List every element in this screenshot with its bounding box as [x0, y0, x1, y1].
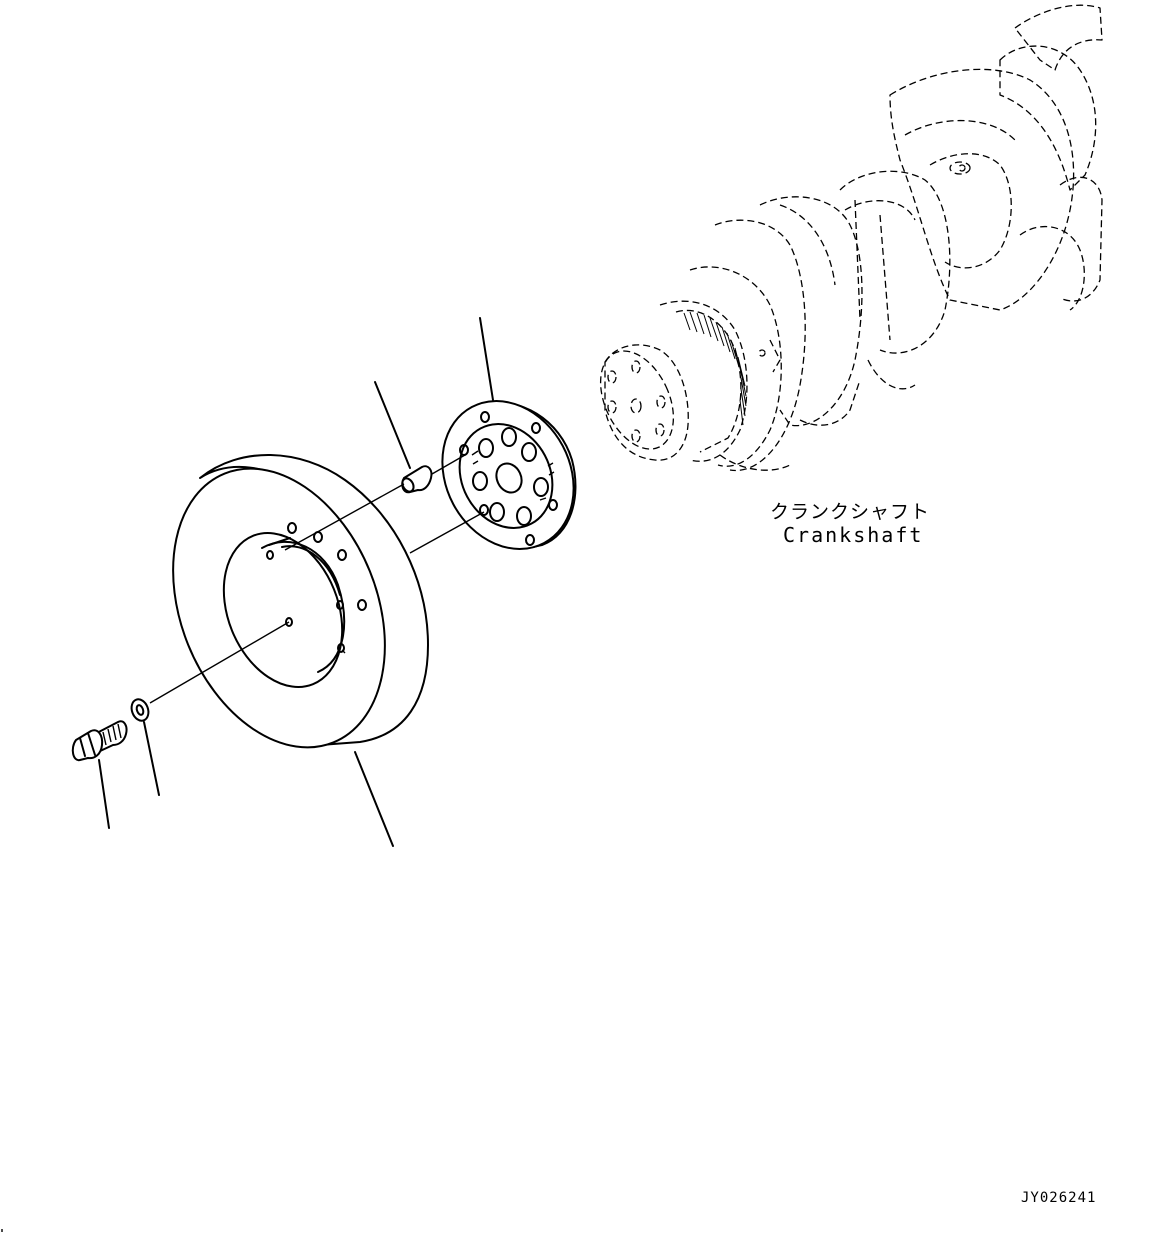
- vibration-damper: [172, 454, 429, 749]
- leader-lines: [98, 317, 494, 847]
- pulley-hub: [441, 400, 577, 550]
- crankshaft-label-english: Crankshaft: [783, 523, 924, 547]
- crankshaft-gear-teeth: [683, 311, 747, 426]
- assembly-lines: [149, 454, 485, 704]
- dowel-pin: [401, 465, 433, 494]
- crankshaft-outline: [599, 4, 1103, 472]
- crankshaft-label-japanese: クランクシャフト: [770, 501, 931, 523]
- drawing-id: JY026241: [1021, 1190, 1097, 1206]
- washer: [130, 698, 150, 722]
- bolt: [71, 720, 128, 762]
